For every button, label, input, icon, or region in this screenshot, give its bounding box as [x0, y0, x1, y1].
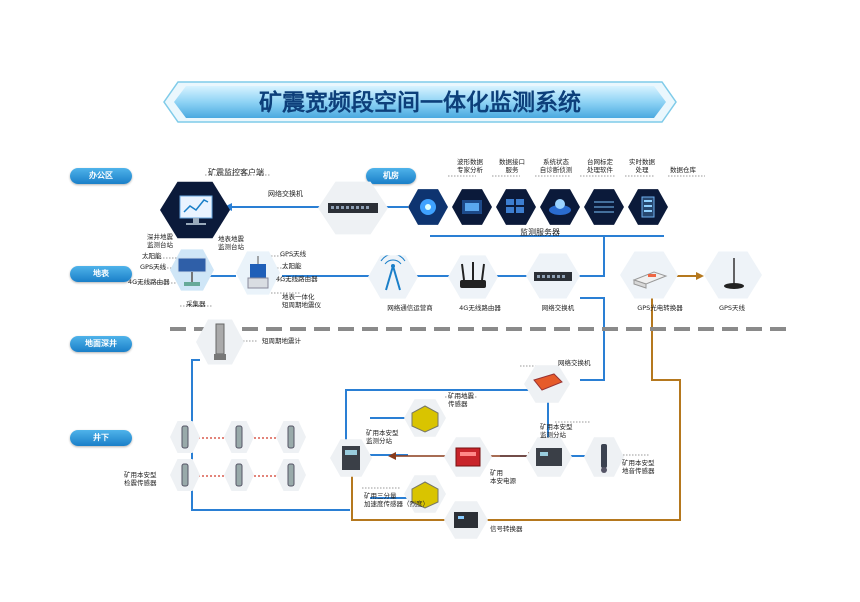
geophone-sensor — [170, 421, 200, 453]
substation-left-label: 矿用本安型监测分站 — [366, 429, 399, 445]
converter-icon — [632, 271, 668, 289]
carrier-label: 网络通信运营商 — [387, 304, 433, 312]
realtime-label: 实时数据处理 — [629, 158, 655, 174]
server-icon — [641, 196, 655, 218]
server-icon — [420, 199, 436, 215]
gps-converter-label: GPS光电转换器 — [637, 304, 683, 312]
switch-top-label: 网络交换机 — [268, 190, 303, 198]
switch-icon — [533, 373, 563, 391]
converter-icon — [536, 448, 562, 466]
title-text: 矿震宽频段空间一体化监测系统 — [259, 89, 581, 116]
geophone-sensor — [170, 459, 200, 491]
zone-deep-well: 地面深井 — [70, 336, 132, 352]
geophone-sensor — [224, 459, 254, 491]
signal-converter-label: 信号转换器 — [490, 525, 523, 533]
converter-icon — [342, 446, 360, 470]
warehouse-label: 数据仓库 — [670, 166, 696, 174]
monitor-icon — [179, 195, 213, 225]
converter-icon — [454, 512, 478, 528]
seismometer-icon — [247, 256, 269, 289]
acoustic-label: 矿用本安型地音传感器 — [622, 459, 655, 475]
sensor-icon — [181, 463, 189, 487]
calibration-tile — [584, 189, 624, 225]
surface-station-label: 地表地震监测台站 — [218, 235, 244, 251]
mine-seismic-tile — [404, 399, 446, 437]
waveform-label: 波形数据专家分析 — [457, 158, 483, 174]
server-icon — [549, 199, 571, 215]
zone-surface: 地表 — [70, 266, 132, 282]
sensor-icon — [287, 425, 295, 449]
title-banner: 矿震宽频段空间一体化监测系统 — [163, 81, 677, 123]
deep-station-label: 深井地震监测台站 — [147, 233, 173, 249]
monitor-server-label: 监测服务器 — [520, 228, 560, 237]
deep-station-tile — [170, 249, 214, 291]
solar-panel-icon — [177, 257, 207, 286]
mine-power-label: 矿用本安电源 — [490, 469, 516, 485]
power-supply-icon — [455, 447, 481, 467]
zone-machine-room: 机房 — [366, 168, 416, 184]
server-icon — [462, 200, 482, 214]
zone-underground: 井下 — [70, 430, 132, 446]
geophone-sensor — [224, 421, 254, 453]
router-mid-label: 4G无线路由器 — [276, 275, 318, 283]
sensor-icon — [287, 463, 295, 487]
switch-icon — [328, 203, 378, 213]
gps-converter-tile — [620, 251, 678, 299]
acoustic-tile — [584, 437, 624, 477]
sensor-icon — [601, 444, 607, 473]
short-period-label: 短周期地震计 — [262, 337, 301, 345]
router-icon — [460, 262, 486, 288]
geophone-sensor — [276, 421, 306, 453]
solar-mid-label: 太阳能 — [282, 262, 302, 270]
geophone-label: 矿用本安型检震传感器 — [124, 471, 157, 487]
solar-left-label: 太阳能 — [142, 252, 162, 260]
collector-label: 采集器 — [186, 300, 206, 308]
substation-right-label: 矿用本安型监测分站 — [540, 423, 573, 439]
switch-under-label: 网络交换机 — [558, 359, 591, 367]
signal-tower-icon — [380, 255, 406, 291]
signal-converter-tile — [444, 501, 488, 539]
switch-icon — [534, 272, 572, 281]
substation-right-tile — [526, 437, 572, 477]
switch-mid-label: 网络交换机 — [541, 304, 575, 312]
self-diagnosis-label: 系统状态自诊断侦测 — [539, 158, 573, 174]
server-icon — [594, 201, 614, 213]
gps-mid-label: GPS天线 — [280, 250, 307, 258]
seismometer-icon — [214, 323, 226, 360]
gps-left-label: GPS天线 — [140, 263, 167, 271]
data-interface-label: 数据接口服务 — [499, 158, 525, 174]
switch-under-tile — [524, 365, 570, 403]
gps-antenna-icon — [724, 258, 744, 289]
sensor-icon — [235, 463, 243, 487]
calibration-label: 台网标定处理软件 — [587, 158, 613, 174]
router-left-label: 4G无线路由器 — [128, 278, 170, 286]
integrated-seismometer-label: 地表一体化短周期地震仪 — [282, 293, 321, 309]
triaxial-tile — [404, 475, 446, 513]
server-icon — [506, 199, 524, 213]
client-tile — [160, 181, 230, 239]
router-4g-tile — [448, 255, 498, 299]
triaxial-label: 矿用三分量加速度传感器（烈度） — [364, 492, 429, 508]
self-diagnosis-tile — [540, 189, 580, 225]
zone-office: 办公区 — [70, 168, 132, 184]
sensor-icon — [411, 481, 439, 509]
realtime-tile — [628, 189, 668, 225]
sensor-icon — [235, 425, 243, 449]
client-label: 矿震监控客户端 — [208, 168, 264, 177]
sensor-icon — [181, 425, 189, 449]
gps-antenna-tile — [704, 251, 762, 299]
geophone-sensor — [276, 459, 306, 491]
carrier-tile — [368, 255, 418, 299]
mine-seismic-label: 矿用地震传感器 — [448, 392, 474, 408]
gps-antenna-label: GPS天线 — [718, 304, 746, 312]
substation-left-tile — [330, 439, 372, 477]
router-4g-label: 4G无线路由器 — [459, 304, 501, 312]
sensor-icon — [411, 405, 439, 433]
